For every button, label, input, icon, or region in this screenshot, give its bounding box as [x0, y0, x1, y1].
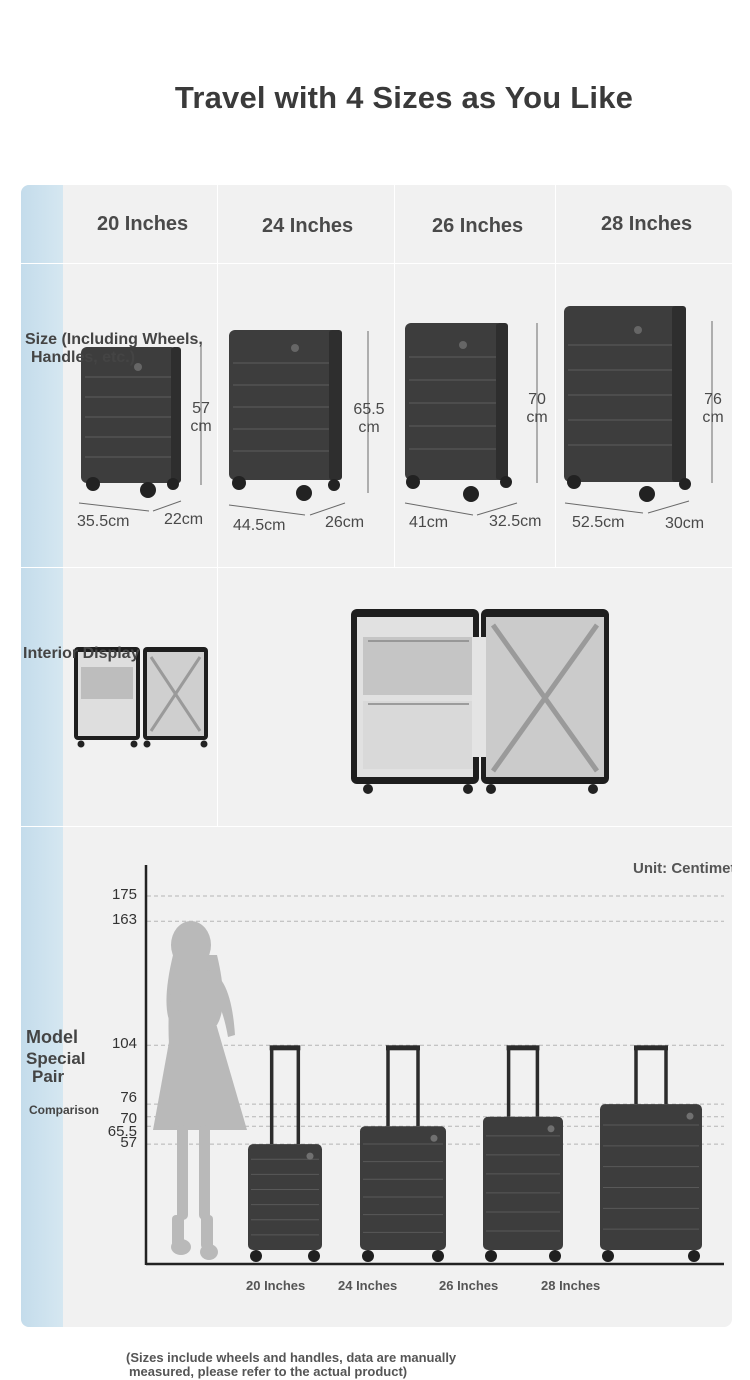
suitcase-20 [81, 347, 181, 498]
x-label-28: 28 Inches [541, 1278, 601, 1293]
y-tick-label: 57 [120, 1134, 137, 1152]
grid-line [394, 185, 395, 567]
width-label-26: 41cm [409, 514, 449, 531]
size-row-label: Size (Including Wheels, Handles, etc.) [25, 331, 203, 366]
depth-label-24: 26cm [325, 514, 365, 531]
pair-label: Pair [32, 1067, 65, 1086]
interior-large [351, 609, 609, 794]
column-header-26: 26 Inches [432, 215, 524, 237]
grid-line [21, 263, 732, 264]
size-comparison-panel: 20 Inches 24 Inches 26 Inches 28 Inches [21, 185, 732, 1327]
suitcase-26 [405, 323, 512, 502]
person-silhouette-icon [153, 921, 247, 1260]
x-label-20: 20 Inches [246, 1278, 306, 1293]
width-label-28: 52.5cm [572, 514, 625, 531]
grid-line [217, 185, 218, 567]
suitcase-bar [360, 1045, 446, 1262]
model-label: Model [26, 1027, 78, 1047]
x-label-26: 26 Inches [439, 1278, 499, 1293]
column-header-20: 20 Inches [97, 213, 189, 235]
y-tick-label: 70 [120, 1109, 137, 1127]
suitcase-bar [483, 1045, 563, 1262]
depth-label-26: 32.5cm [489, 513, 542, 530]
depth-label-28: 30cm [665, 515, 705, 532]
column-header-24: 24 Inches [262, 215, 354, 237]
interior-small [74, 647, 208, 748]
dimension-lines [78, 321, 713, 516]
suitcase-bar [248, 1045, 322, 1262]
y-tick-label: 175 [111, 886, 137, 903]
side-accent-strip [21, 185, 63, 1327]
y-tick-label: 76 [120, 1089, 137, 1107]
comparison-label: Comparison [29, 1103, 100, 1117]
suitcase-24 [229, 330, 342, 501]
suitcase-28 [564, 306, 691, 502]
y-tick-label: 104 [111, 1035, 137, 1053]
column-header-28: 28 Inches [601, 213, 693, 235]
width-label-24: 44.5cm [233, 517, 286, 534]
y-tick-label: 163 [111, 911, 137, 929]
comparison-chart [144, 865, 724, 1266]
unit-label: Unit: Centimeter [633, 860, 732, 877]
grid-line [21, 567, 732, 568]
width-label-20: 35.5cm [77, 513, 130, 530]
interior-illustrations [74, 609, 609, 794]
grid-line [555, 185, 556, 567]
interior-row-label: Interior Display [23, 645, 140, 662]
page-title: Travel with 4 Sizes as You Like [174, 80, 634, 115]
size-row-illustrations [78, 306, 713, 516]
x-label-24: 24 Inches [338, 1278, 398, 1293]
grid-line [21, 826, 732, 827]
depth-label-20: 22cm [164, 511, 204, 528]
footnote: (Sizes include wheels and handles, data … [126, 1350, 457, 1379]
y-tick-label: 65.5 [107, 1123, 137, 1141]
suitcase-bars [248, 1045, 702, 1262]
special-label: Special [26, 1049, 86, 1068]
suitcase-bar [600, 1045, 702, 1262]
grid-line [217, 567, 218, 826]
